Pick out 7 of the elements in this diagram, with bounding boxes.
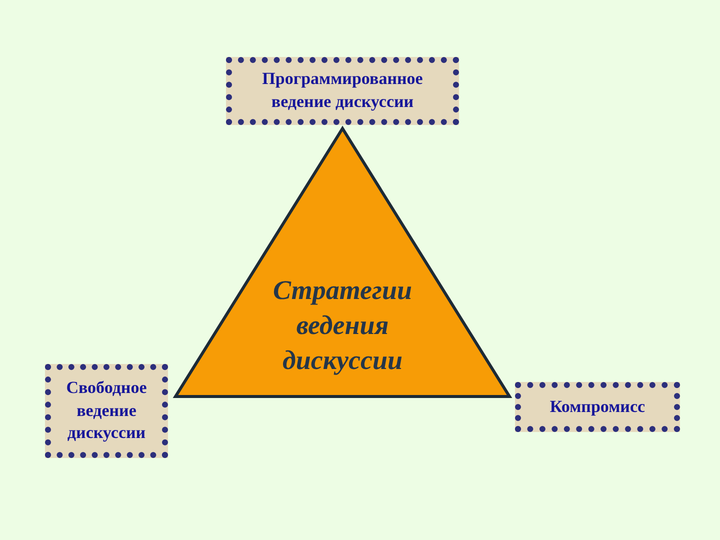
dotted-frame-box — [45, 364, 168, 458]
triangle-label: Стратегии ведения дискуссии — [272, 274, 414, 377]
box-label: Программированное ведение дискуссии — [261, 68, 424, 113]
box-label: Компромисс — [550, 396, 646, 418]
box-label: Свободное ведение дискуссии — [65, 376, 148, 444]
dotted-frame-box — [515, 382, 680, 432]
dotted-frame-box — [226, 57, 459, 125]
